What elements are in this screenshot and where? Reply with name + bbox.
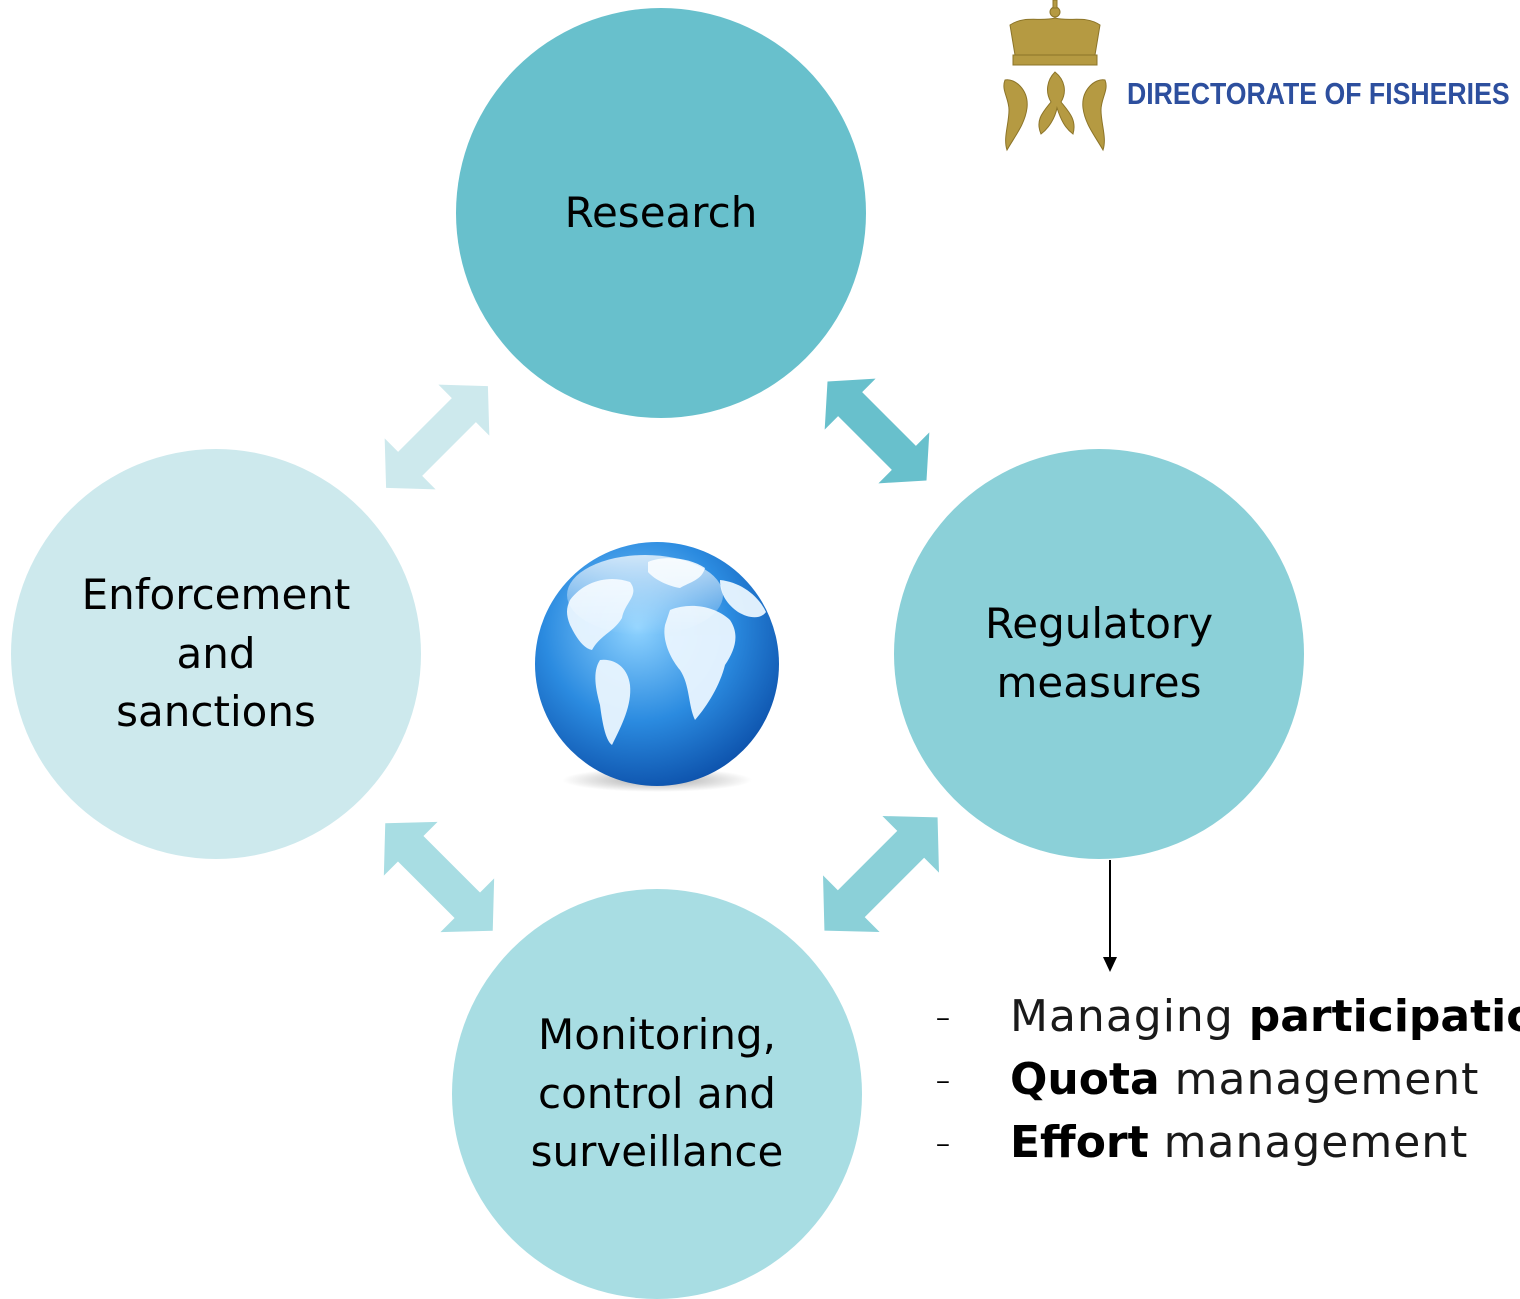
globe-shine: [567, 555, 723, 635]
double-arrow-research-regulatory-shape: [824, 378, 930, 484]
list-dash: -: [935, 991, 951, 1042]
node-enforcement-label-line3: sanctions: [116, 687, 316, 737]
regulatory-details-list: - Managing participation - Quota managem…: [935, 985, 1520, 1174]
list-text-pre: Managing: [1010, 991, 1249, 1042]
list-text-bold: Effort: [1010, 1117, 1149, 1168]
node-regulatory-label-line1: Regulatory: [984, 599, 1214, 649]
double-arrow-enforcement-research: [384, 384, 490, 490]
globe-icon: [530, 540, 785, 800]
node-monitoring-label-line1: Monitoring,: [538, 1009, 776, 1059]
logo-text: DIRECTORATE OF FISHERIES: [1127, 76, 1510, 111]
double-arrow-enforcement-research-shape: [384, 384, 490, 490]
node-research: Research: [456, 8, 866, 418]
list-text-bold: participation: [1248, 991, 1520, 1042]
node-enforcement-sanctions: Enforcement and sanctions: [11, 449, 421, 859]
double-arrow-monitoring-enforcement-shape: [383, 821, 495, 933]
node-regulatory-label-line2: measures: [996, 658, 1202, 707]
list-item: - Managing participation: [935, 985, 1520, 1048]
list-item: - Quota management: [935, 1048, 1520, 1111]
node-monitoring-label-line2: control and: [538, 1068, 776, 1118]
list-text-post: management: [1159, 1054, 1480, 1105]
list-dash: -: [935, 1117, 951, 1168]
node-regulatory-measures: Regulatory measures: [894, 449, 1304, 859]
node-monitoring-control-surveillance: Monitoring, control and surveillance: [452, 889, 862, 1299]
node-enforcement-label-line1: Enforcement: [81, 569, 351, 619]
node-monitoring-label-line3: surveillance: [530, 1127, 784, 1177]
node-enforcement-label-line2: and: [176, 628, 256, 678]
node-research-label: Research: [564, 187, 758, 237]
double-arrow-monitoring-enforcement: [383, 821, 495, 933]
list-text-bold: Quota: [1010, 1054, 1160, 1105]
list-text-post: management: [1148, 1117, 1469, 1168]
logo: [995, 0, 1515, 165]
arrow-down-icon: [1103, 860, 1117, 972]
crown-mermaid-emblem: [1003, 0, 1107, 152]
list-dash: -: [935, 1054, 951, 1105]
double-arrow-regulatory-monitoring: [823, 816, 939, 932]
list-item: - Effort management: [935, 1111, 1520, 1174]
double-arrow-research-regulatory: [824, 378, 930, 484]
double-arrow-regulatory-monitoring-shape: [823, 816, 939, 932]
